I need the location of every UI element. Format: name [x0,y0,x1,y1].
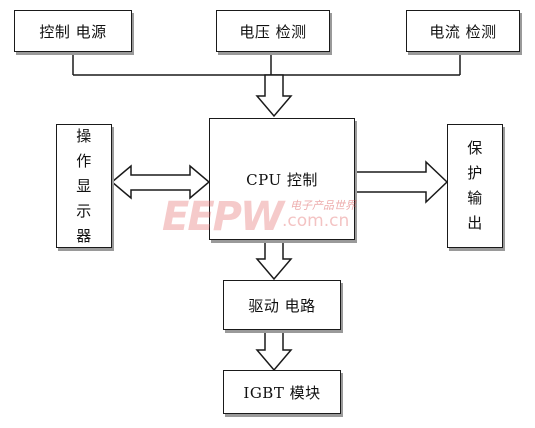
voltage-detect-block: 电压 检测 [216,10,330,52]
current-detect-label: 电流 检测 [429,22,497,41]
cpu-to-drive-arrow [255,239,293,281]
cpu-to-protection-arrow [354,160,449,204]
drive-to-igbt-arrow [255,329,293,372]
protection-output-char: 护 [467,164,483,182]
operation-display-char: 器 [76,226,92,245]
drive-circuit-label: 驱动 电路 [248,296,316,315]
igbt-module-label: IGBT 模块 [243,383,321,402]
drive-circuit-block: 驱动 电路 [223,280,341,330]
protection-output-char: 出 [467,214,483,232]
power-control-label: 控制 电源 [39,22,107,41]
operation-display-char: 示 [76,201,92,220]
cpu-control-block: CPU 控制 [209,118,355,240]
display-cpu-double-arrow [110,164,211,200]
igbt-module-block: IGBT 模块 [223,370,341,414]
voltage-detect-label: 电压 检测 [239,22,307,41]
cpu-control-label: CPU 控制 [246,170,318,189]
operation-display-block: 操 作 显 示 器 [56,124,112,248]
operation-display-char: 操 [76,126,92,145]
operation-display-char: 作 [76,151,92,170]
current-detect-block: 电流 检测 [406,10,520,52]
operation-display-char: 显 [76,176,92,195]
protection-output-char: 输 [467,189,483,207]
power-control-block: 控制 电源 [14,10,132,52]
bus-to-cpu-arrow [255,74,293,118]
protection-output-char: 保 [467,139,483,157]
protection-output-block: 保 护 输 出 [447,124,503,248]
